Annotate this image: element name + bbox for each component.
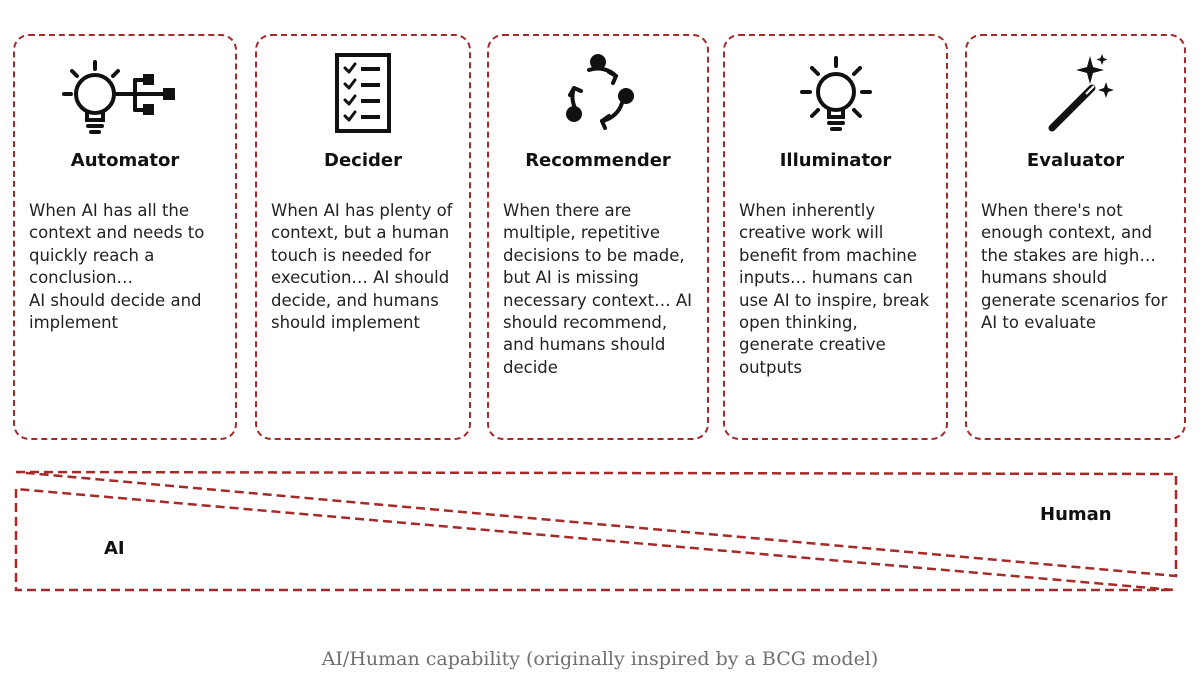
human-label: Human bbox=[1040, 504, 1112, 525]
ai-label: AI bbox=[104, 538, 125, 559]
card-decider: Decider When AI has plenty of context, b… bbox=[255, 34, 471, 440]
human-wedge bbox=[15, 470, 1178, 578]
lightbulb-icon bbox=[791, 48, 881, 144]
card-recommender: Recommender When there are multiple, rep… bbox=[487, 34, 709, 440]
card-evaluator: Evaluator When there's not enough contex… bbox=[965, 34, 1186, 440]
card-description: When inherently creative work will benef… bbox=[739, 201, 930, 377]
card-description: When there's not enough context, and the… bbox=[981, 201, 1168, 333]
card-title: Evaluator bbox=[1026, 150, 1125, 171]
card-description: When AI has plenty of context, but a hum… bbox=[271, 201, 453, 333]
card-title: Automator bbox=[70, 150, 180, 171]
magic-wand-icon bbox=[1036, 48, 1116, 144]
card-automator: Automator When AI has all the context an… bbox=[13, 34, 237, 440]
checklist-icon bbox=[328, 48, 398, 144]
card-title: Illuminator bbox=[779, 150, 892, 171]
ai-human-scale: AI Human bbox=[0, 460, 1200, 600]
card-illuminator: Illuminator When inherently creative wor… bbox=[723, 34, 948, 440]
card-title: Decider bbox=[324, 150, 402, 171]
bulb-network-icon bbox=[55, 48, 195, 144]
card-title: Recommender bbox=[525, 150, 671, 171]
ai-wedge bbox=[14, 487, 1175, 592]
cycle-arrows-icon bbox=[552, 48, 644, 144]
figure-caption: AI/Human capability (originally inspired… bbox=[321, 648, 879, 670]
card-description: When AI has all the context and needs to… bbox=[29, 201, 205, 333]
card-description: When there are multiple, repetitive deci… bbox=[503, 201, 693, 377]
